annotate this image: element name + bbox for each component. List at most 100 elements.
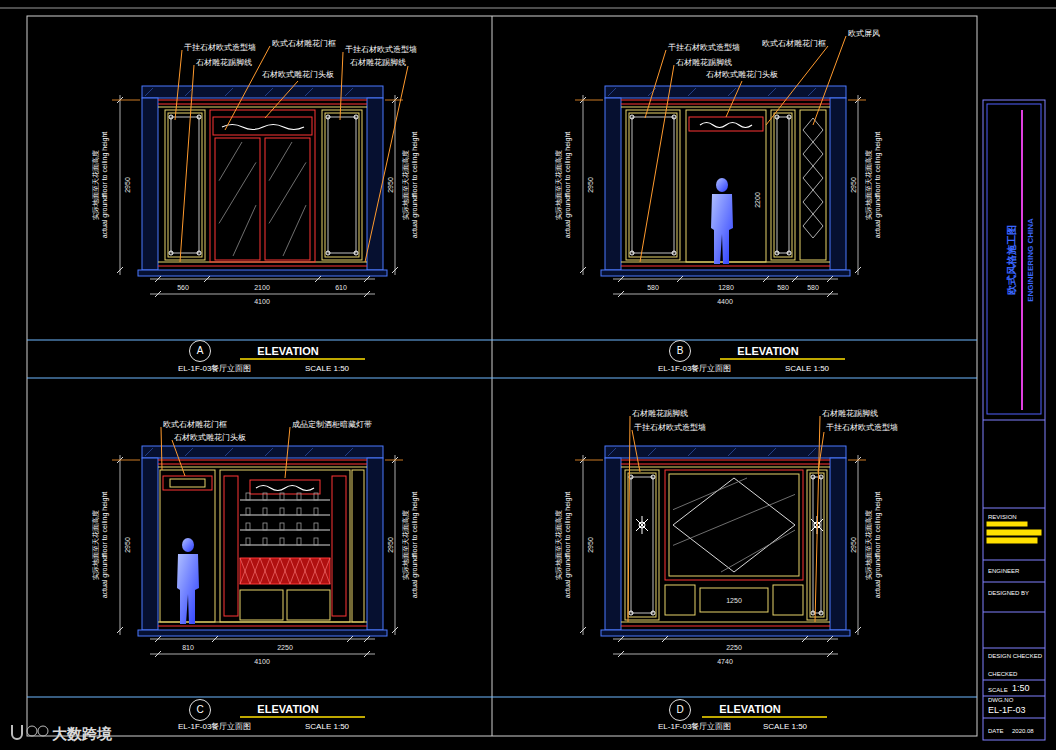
lattice-panel (240, 558, 330, 584)
title-field: DWG.NO (988, 697, 1013, 703)
height-note: actual groundfloor to ceiling height (564, 492, 571, 599)
section-hatch (688, 448, 696, 456)
callout-text: 干挂石材欧式造型墙 (184, 44, 256, 52)
height-note: 实际地面至天花面高度 (92, 510, 99, 580)
leader-line (628, 416, 630, 622)
cabinet-door (240, 590, 283, 620)
human-figure (716, 178, 728, 192)
panel-moulding (777, 117, 789, 253)
view-callout-circle: A (189, 340, 211, 362)
wine-cabinet (220, 470, 350, 622)
carved-ornament (222, 125, 304, 130)
wall-section (605, 98, 621, 270)
dimension-tick (827, 291, 833, 297)
lattice-line (270, 558, 280, 584)
leader-line (175, 50, 182, 120)
title-underline (702, 716, 827, 718)
lattice-line (300, 558, 310, 584)
dimension: 2250 (277, 644, 293, 651)
corner-ornament (630, 115, 634, 119)
glass-hatch (673, 494, 795, 545)
view-title: ELEVATION (719, 704, 780, 715)
base-panel (773, 585, 803, 615)
lattice-line (240, 558, 250, 584)
view-subtitle: EL-1F-03餐厅立面图 (658, 365, 731, 373)
watermark-logo (38, 726, 48, 736)
dimension: 2950 (124, 177, 131, 193)
height-note: 实际地面至天花面高度 (865, 510, 872, 580)
wine-bottle (263, 523, 267, 530)
stone-wall-panel (628, 473, 656, 617)
corner-ornament (169, 115, 173, 119)
dimension-tick (392, 267, 398, 273)
wall-section (142, 458, 158, 630)
dimension-line (150, 294, 375, 295)
view-letter: A (197, 346, 204, 356)
corner-ornament (819, 611, 823, 615)
height-note: 实际地面至天花面高度 (865, 150, 872, 220)
section-hatch (305, 448, 313, 456)
dimension: 610 (335, 284, 347, 291)
glass-door-leaf (265, 138, 310, 260)
glass-hatch (269, 162, 306, 223)
level-mark (112, 460, 140, 461)
dimension: 2950 (587, 537, 594, 553)
wine-bottle (314, 523, 318, 530)
dimension-tick (827, 276, 833, 282)
leader-line (265, 81, 298, 118)
view-letter: D (676, 705, 683, 715)
dimension-tick (763, 276, 769, 282)
height-note: actual groundfloor to ceiling height (564, 132, 571, 239)
leader-line (180, 65, 194, 262)
corner-ornament (819, 475, 823, 479)
title-bar (987, 538, 1037, 543)
title-field: SCALE (988, 687, 1008, 693)
skirting-line (621, 622, 830, 623)
section-hatch (688, 88, 696, 96)
height-note: 实际地面至天花面高度 (92, 150, 99, 220)
screen-frame (800, 110, 826, 260)
lattice-line (310, 558, 320, 584)
dimension: 2950 (124, 537, 131, 553)
section-hatch (728, 448, 736, 456)
feature-wall-frame (669, 474, 799, 576)
dimension-tick (155, 291, 161, 297)
callout-text: 石材雕花踢脚线 (822, 410, 878, 418)
leader-line (766, 46, 828, 125)
dimension-tick (155, 636, 161, 642)
dimension: 1280 (718, 284, 734, 291)
wall-section (605, 458, 621, 630)
dimension-tick (364, 276, 370, 282)
wine-bottle (263, 493, 267, 500)
cornice-line (158, 467, 367, 468)
lattice-line (260, 558, 270, 584)
section-hatch (808, 448, 816, 456)
floor-slab (601, 630, 850, 636)
wine-bottle (314, 508, 318, 515)
screen-lattice (803, 142, 823, 166)
cornice-line (158, 460, 367, 461)
title-value: EL-1F-03 (988, 706, 1026, 715)
view-letter: B (677, 346, 684, 356)
title-value: 2020.08 (1012, 728, 1034, 734)
corner-ornament (629, 611, 633, 615)
screen-lattice (803, 214, 823, 238)
stone-wall-panel (625, 470, 659, 620)
view-subtitle: EL-1F-03餐厅立面图 (658, 723, 731, 731)
sheet-frame (27, 16, 977, 736)
title-row-line (983, 696, 1045, 697)
height-note: actual groundfloor to ceiling height (411, 132, 418, 239)
lattice-line (320, 558, 330, 584)
callout-text: 石材雕花踢脚线 (632, 410, 688, 418)
leader-line (161, 427, 162, 470)
corner-ornament (787, 115, 791, 119)
lattice-line (260, 558, 270, 584)
section-hatch (145, 448, 153, 456)
section-hatch (345, 88, 353, 96)
corner-ornament (775, 251, 779, 255)
corner-ornament (775, 115, 779, 119)
dimension-tick (315, 276, 321, 282)
wine-bottle (297, 508, 301, 515)
view-letter: C (196, 705, 203, 715)
